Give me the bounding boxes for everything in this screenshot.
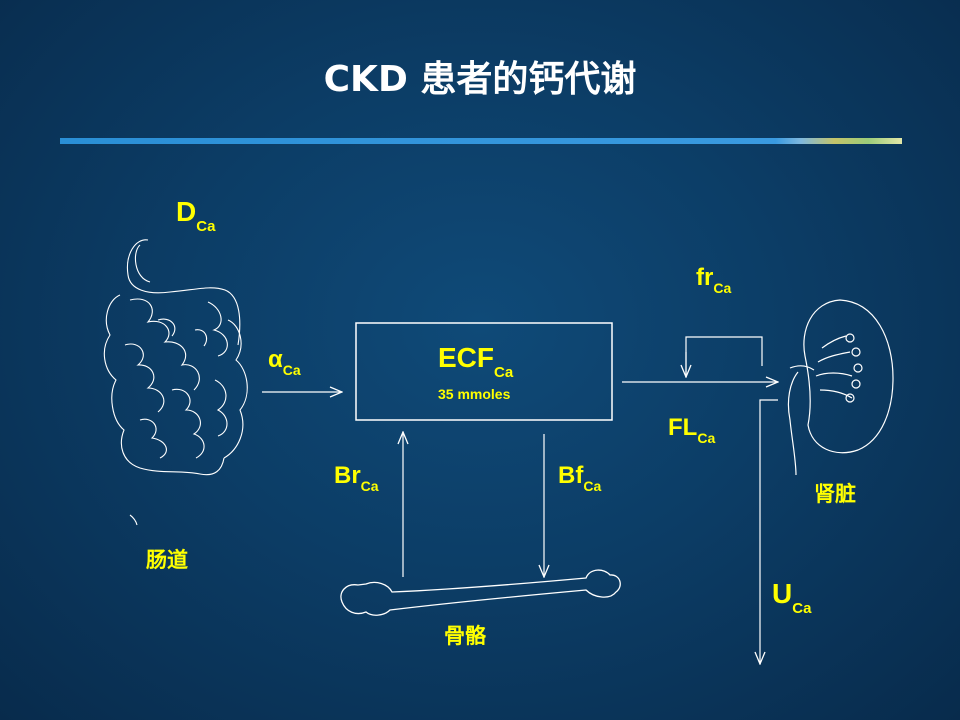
reabsorption-loop [685, 336, 763, 377]
kidney-label: 肾脏 [814, 482, 856, 506]
frca-label: frCa [696, 264, 732, 296]
bfca-label: BfCa [558, 462, 602, 494]
page-title: CKD 患者的钙代谢 [323, 59, 637, 100]
brca-label: BrCa [334, 462, 379, 494]
kidney-icon [787, 299, 894, 476]
ecf-label: ECFCa [438, 342, 514, 381]
bone-label: 骨骼 [444, 624, 486, 648]
title-divider [60, 138, 902, 144]
flca-label: FLCa [668, 414, 716, 446]
ecf-box [355, 322, 613, 421]
intestine-icon [103, 239, 248, 526]
intestine-label: 肠道 [146, 548, 188, 572]
ecf-amount: 35 mmoles [438, 386, 511, 402]
dca-label: DCa [176, 196, 216, 235]
bone-icon [340, 569, 621, 616]
uca-label: UCa [772, 578, 812, 617]
urinary-excretion-arrow [760, 399, 778, 664]
aca-label: αCa [268, 346, 301, 378]
